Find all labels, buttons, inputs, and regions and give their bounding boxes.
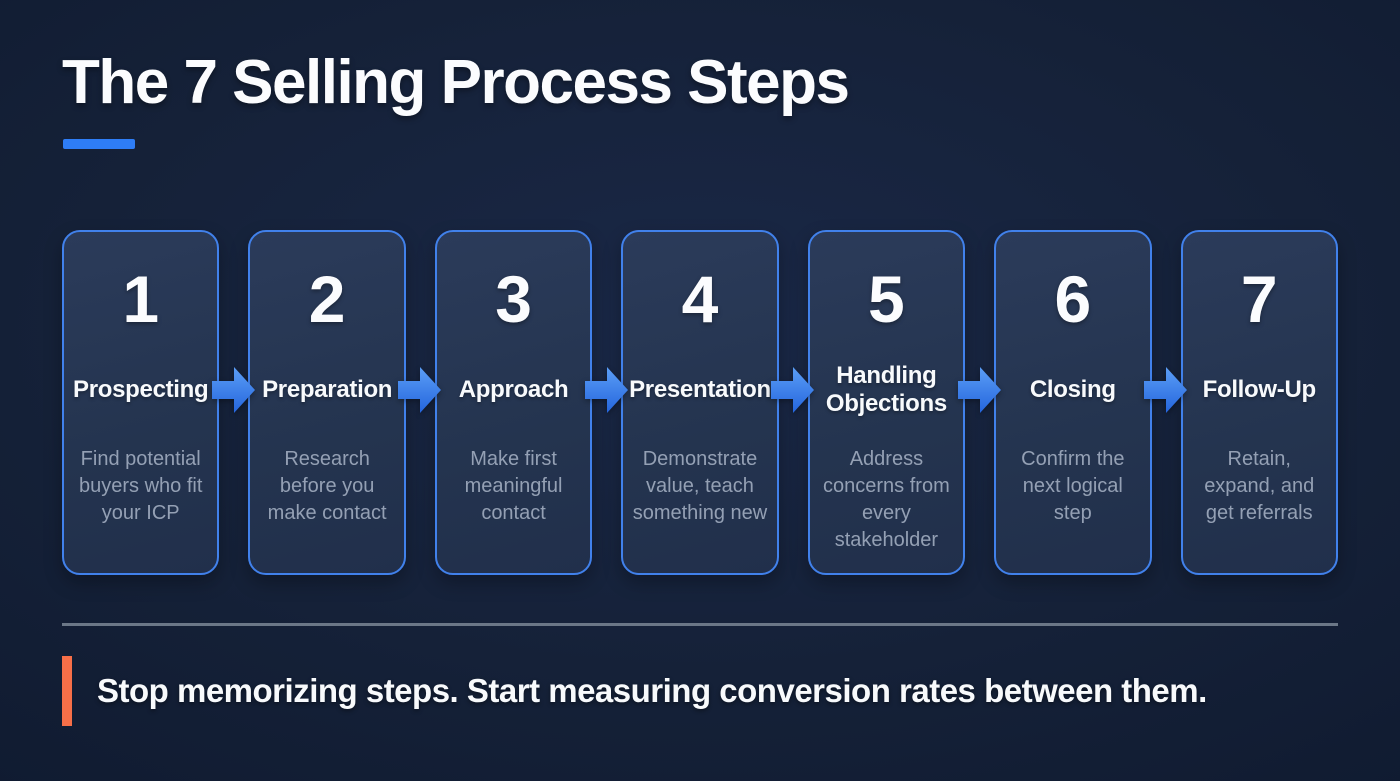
step-label: Presentation — [629, 375, 771, 403]
step-label: Closing — [1029, 375, 1116, 403]
arrow-right-icon — [1144, 367, 1188, 413]
page-title: The 7 Selling Process Steps — [62, 48, 850, 117]
step-connector — [771, 230, 815, 575]
step-card: 3 Approach Make first meaningful contact — [434, 230, 593, 575]
step-card: 4 Presentation Demonstrate value, teach … — [621, 230, 779, 575]
step-connector — [398, 230, 442, 575]
step-label-wrap: Approach — [437, 358, 590, 422]
step-label-wrap: Prospecting — [64, 358, 217, 422]
step-label: Follow-Up — [1202, 375, 1317, 403]
step-label-wrap: Closing — [996, 358, 1149, 422]
step-connector — [957, 230, 1001, 575]
step-label: Preparation — [262, 375, 393, 403]
quote-block: Stop memorizing steps. Start measuring c… — [62, 656, 1338, 726]
arrow-right-icon — [957, 367, 1001, 413]
step-label-wrap: Preparation — [250, 358, 403, 422]
step-card: 1 Prospecting Find potential buyers who … — [62, 230, 220, 575]
step-description: Find potential buyers who fit your ICP — [79, 448, 203, 524]
title-underline-accent — [63, 139, 135, 149]
step-number: 7 — [1240, 262, 1278, 336]
step-number: 6 — [1054, 262, 1092, 336]
arrow-right-icon — [584, 367, 628, 413]
step-number: 4 — [681, 262, 719, 336]
step-label: Prospecting — [73, 375, 209, 403]
step-label-wrap: Presentation — [623, 358, 776, 422]
step-description: Make first meaningful contact — [464, 448, 563, 524]
step-description: Retain, expand, and get referrals — [1204, 448, 1315, 524]
step-connector — [584, 230, 628, 575]
step-card: 2 Preparation Research before you make c… — [248, 230, 406, 575]
step-number: 5 — [868, 262, 905, 336]
step-number: 2 — [308, 262, 346, 336]
step-connector — [1144, 230, 1188, 575]
step-label: Approach — [458, 375, 569, 403]
section-divider — [62, 623, 1338, 626]
step-description: Confirm the next logical step — [1021, 448, 1125, 524]
arrow-right-icon — [771, 367, 815, 413]
step-description: Address concerns from every stakeholder — [823, 448, 950, 551]
step-label-wrap: Handling Objections — [810, 358, 963, 422]
step-description: Research before you make contact — [267, 448, 387, 524]
step-number: 3 — [495, 262, 532, 336]
quote-text: Stop memorizing steps. Start measuring c… — [97, 672, 1207, 709]
step-label: Handling Objections — [825, 361, 947, 417]
quote-accent-bar — [62, 656, 72, 726]
step-description: Demonstrate value, teach something new — [632, 448, 768, 524]
step-card: 6 Closing Confirm the next logical step — [994, 230, 1152, 575]
step-card: 5 Handling Objections Address concerns f… — [807, 230, 966, 575]
arrow-right-icon — [398, 367, 442, 413]
process-flow: 1 Prospecting Find potential buyers who … — [62, 230, 1338, 575]
step-connector — [211, 230, 255, 575]
step-label-wrap: Follow-Up — [1183, 358, 1336, 422]
arrow-right-icon — [211, 367, 255, 413]
step-card: 7 Follow-Up Retain, expand, and get refe… — [1180, 230, 1338, 575]
step-number: 1 — [122, 262, 160, 336]
